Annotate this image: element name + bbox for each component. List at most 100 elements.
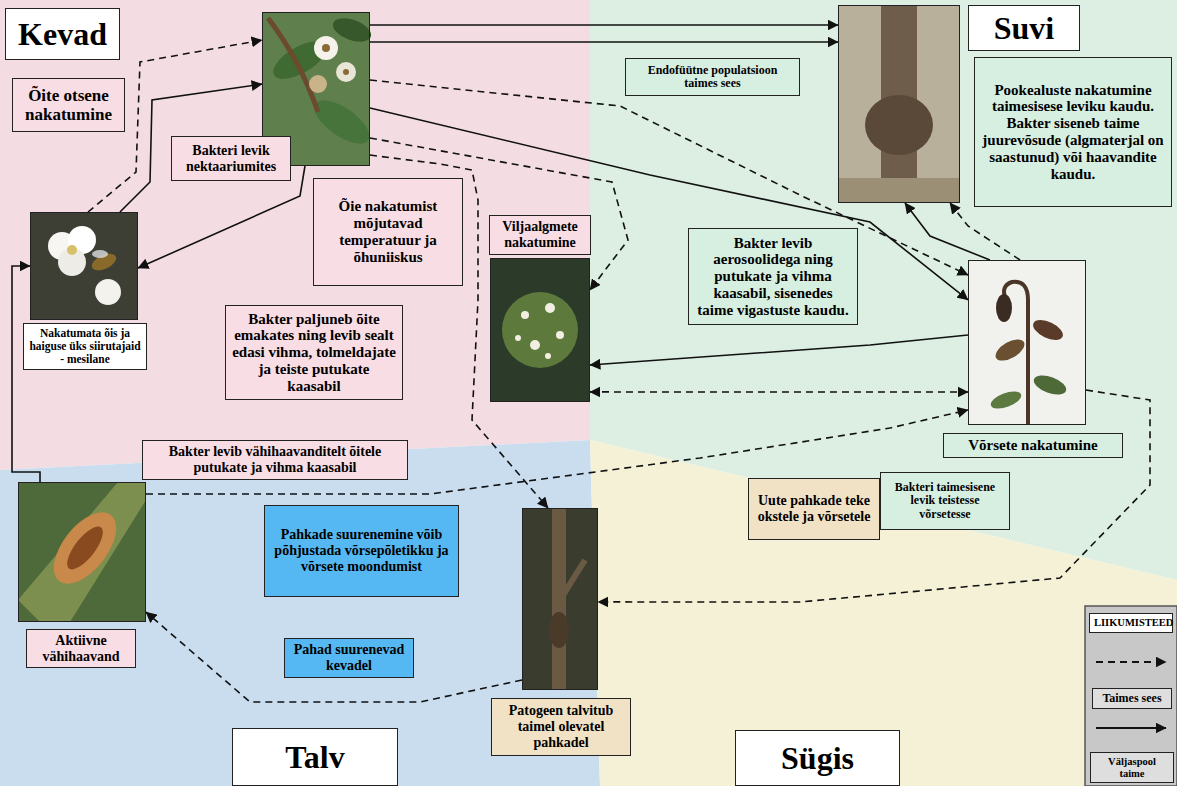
- note-box: Pahkade suurenemine võib põhjustada võrs…: [264, 505, 459, 597]
- dead-leaf: [992, 335, 1028, 365]
- note-text: Pahkade suurenemine võib põhjustada võrs…: [270, 527, 453, 574]
- note-box: Endofüütne populatsioon taimes sees: [625, 58, 800, 96]
- blossom: [336, 62, 356, 82]
- outer-path-arrow: [12, 266, 40, 482]
- caption-text: Bakteri levik nektaariumites: [177, 143, 285, 174]
- ooze-drop: [515, 335, 521, 341]
- outer-path-arrow: [590, 335, 968, 365]
- blossom: [314, 36, 338, 60]
- photo-ground: [968, 260, 1086, 425]
- note-box: Pahad suurenevad kevadel: [284, 638, 414, 678]
- canker: [549, 612, 569, 648]
- season-text: Kevad: [18, 18, 107, 50]
- stem: [268, 18, 318, 112]
- season-title: Talv: [232, 728, 398, 786]
- photo-figure: Viljaalgmete nakatumine: [490, 258, 590, 402]
- inner-path-arrow: [950, 203, 1020, 260]
- photo-figure: Võrsete nakatumine: [968, 260, 1086, 425]
- note-box: Bakter levib vähihaavanditelt õitele put…: [142, 440, 408, 480]
- photo-bee-flower: [30, 212, 138, 320]
- note-text: Bakter levib vähihaavanditelt õitele put…: [148, 444, 402, 475]
- petal: [68, 226, 96, 254]
- photo-figure: Nakatumata õis ja haiguse üks siirutajai…: [30, 212, 138, 320]
- caption-box: Võrsete nakatumine: [943, 433, 1123, 458]
- photo-rootstock: [838, 5, 960, 203]
- caption-text: Patogeen talvitub taimel olevatel pahkad…: [497, 703, 625, 750]
- leaf: [330, 14, 374, 46]
- photo-figure: Bakteri levik nektaariumites: [262, 12, 370, 166]
- photo-ground: [18, 482, 146, 622]
- photo-infected-fruitlet: [490, 258, 590, 402]
- leaf: [989, 388, 1024, 412]
- caption-text: Pookealuste nakatumine taimesisese levik…: [980, 82, 1166, 183]
- canker: [42, 501, 128, 594]
- legend-text: Väljaspool taime: [1095, 756, 1169, 779]
- note-text: Bakteri taimesisene levik teistesse võrs…: [886, 481, 1004, 521]
- blossom-centre: [322, 44, 330, 52]
- legend-samples: [1096, 662, 1166, 728]
- canker-core: [61, 521, 109, 574]
- graft-swelling: [865, 95, 933, 155]
- note-box: Uute pahkade teke okstele ja võrsetele: [748, 478, 880, 540]
- legend-sample: [1096, 661, 1166, 663]
- note-box: Bakteri taimesisene levik teistesse võrs…: [880, 472, 1010, 530]
- photo-ground: [522, 508, 598, 690]
- stamens: [67, 245, 77, 255]
- soil: [838, 178, 960, 203]
- season-text: Suvi: [994, 12, 1054, 44]
- photo-overwintering: [522, 508, 598, 690]
- blossom-centre: [343, 69, 349, 75]
- caption-text: Aktiivne vähihaavand: [32, 633, 130, 664]
- ooze-drop: [545, 303, 555, 313]
- caption-box: Nakatumata õis ja haiguse üks siirutajai…: [23, 323, 147, 370]
- season-title: Suvi: [968, 5, 1080, 51]
- caption-box: Bakteri levik nektaariumites: [171, 136, 291, 181]
- note-text: Õite otsene nakatumine: [18, 86, 119, 124]
- legend-sample: [1096, 727, 1166, 729]
- petal: [95, 279, 121, 305]
- caption-text: Nakatumata õis ja haiguse üks siirutajai…: [29, 327, 141, 366]
- note-box: Õie nakatumist mõjutavad temperatuur ja …: [313, 178, 463, 286]
- caption-box: Aktiivne vähihaavand: [26, 629, 136, 668]
- photo-figure: Pookealuste nakatumine taimesisese levik…: [838, 5, 960, 203]
- season-text: Sügis: [781, 742, 854, 774]
- note-text: Uute pahkade teke okstele ja võrsetele: [754, 493, 874, 524]
- legend-text: Taimes sees: [1097, 692, 1167, 705]
- bee: [89, 250, 118, 274]
- twig: [560, 560, 585, 600]
- outer-path-arrow: [370, 24, 838, 26]
- photo-canker: [18, 482, 146, 622]
- dead-leaf: [1030, 316, 1066, 344]
- season-title: Sügis: [735, 730, 900, 786]
- photo-figure: Patogeen talvitub taimel olevatel pahkad…: [522, 508, 598, 690]
- note-text: Bakter levib aerosoolidega ning putukate…: [694, 235, 852, 319]
- note-box: Bakter levib aerosoolidega ning putukate…: [688, 228, 858, 325]
- dead-leaf: [996, 294, 1012, 322]
- caption-text: Viljaalgmete nakatumine: [495, 219, 585, 250]
- legend-panel: [1085, 606, 1177, 786]
- caption-box: Pookealuste nakatumine taimesisese levik…: [974, 57, 1172, 207]
- note-text: Bakter paljuneb õite emakates ning levib…: [231, 311, 397, 395]
- bee-wing: [92, 250, 108, 258]
- legend-entry: Taimes sees: [1092, 688, 1172, 709]
- wilted-blossom: [309, 75, 327, 93]
- note-text: Õie nakatumist mõjutavad temperatuur ja …: [319, 198, 457, 265]
- label-text: LIIKUMISTEED: [1094, 617, 1168, 629]
- note-text: Endofüütne populatsioon taimes sees: [631, 64, 794, 91]
- photo-shoot-blight: [968, 260, 1086, 425]
- photo-ground: [838, 5, 960, 203]
- ooze-drop: [530, 340, 540, 350]
- branch: [18, 482, 146, 622]
- outer-path-arrow: [370, 41, 838, 43]
- inner-path-arrow: [598, 390, 1150, 602]
- note-box: Õite otsene nakatumine: [12, 78, 125, 132]
- photo-ground: [490, 258, 590, 402]
- caption-text: Võrsete nakatumine: [968, 437, 1098, 454]
- caption-box: Viljaalgmete nakatumine: [489, 215, 591, 255]
- note-text: Pahad suurenevad kevadel: [290, 642, 408, 673]
- caption-box: Patogeen talvitub taimel olevatel pahkad…: [491, 698, 631, 756]
- ooze-drop: [521, 311, 529, 319]
- inner-path-arrow: [146, 612, 522, 702]
